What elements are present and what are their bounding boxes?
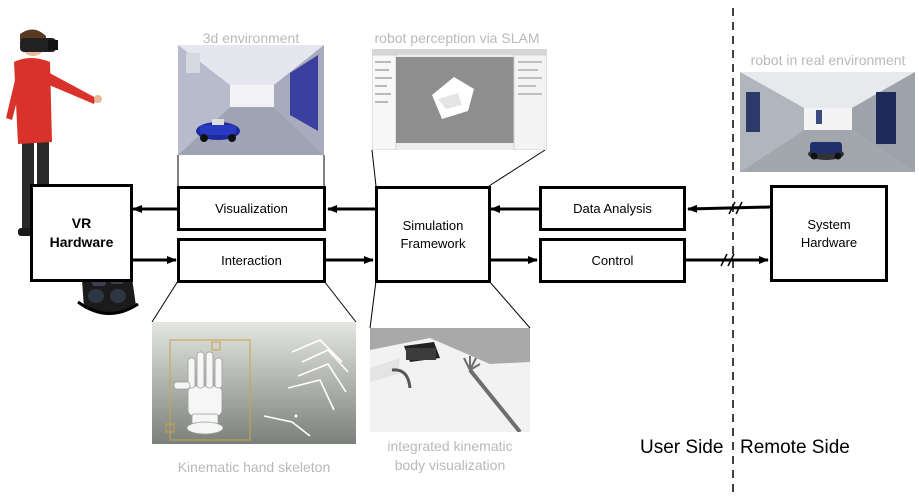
caption-slam: robot perception via SLAM <box>374 30 540 46</box>
caption-hand-skeleton: Kinematic hand skeleton <box>177 459 331 475</box>
body-visualization-image <box>370 328 530 432</box>
callout-line <box>323 280 357 323</box>
caption-body-visualization: integrated kinematic body visualization <box>387 438 513 473</box>
caption-3d-environment: 3d environment <box>202 30 300 46</box>
simulation-framework-block: Simulation Framework <box>375 186 491 283</box>
interaction-block: Interaction <box>177 238 326 283</box>
real-environment-image <box>740 72 915 172</box>
data-analysis-block: Data Analysis <box>539 186 686 231</box>
slam-perception-image <box>372 49 547 150</box>
link-break-mark <box>735 201 743 215</box>
callout-lines <box>151 149 546 329</box>
callout-line <box>488 149 546 187</box>
remote-side-label: Remote Side <box>740 437 850 458</box>
arrow-system-to-analysis <box>687 204 771 213</box>
callout-line <box>371 149 377 187</box>
vr-user-figure <box>0 20 105 240</box>
control-block: Control <box>539 238 686 283</box>
user-side-label: User Side <box>640 437 724 458</box>
callout-line <box>488 280 531 329</box>
visualization-block: Visualization <box>177 186 326 231</box>
system-hardware-block: System Hardware <box>770 185 888 282</box>
hand-skeleton-image <box>152 322 356 444</box>
caption-real-environment: robot in real environment <box>750 52 906 68</box>
callout-line <box>151 280 179 323</box>
link-break-mark <box>728 201 736 215</box>
vr-hardware-block: VR Hardware <box>30 184 133 282</box>
callout-line <box>369 280 377 329</box>
link-break-mark <box>720 253 728 267</box>
link-break-mark <box>727 253 735 267</box>
3d-environment-image <box>178 45 324 155</box>
